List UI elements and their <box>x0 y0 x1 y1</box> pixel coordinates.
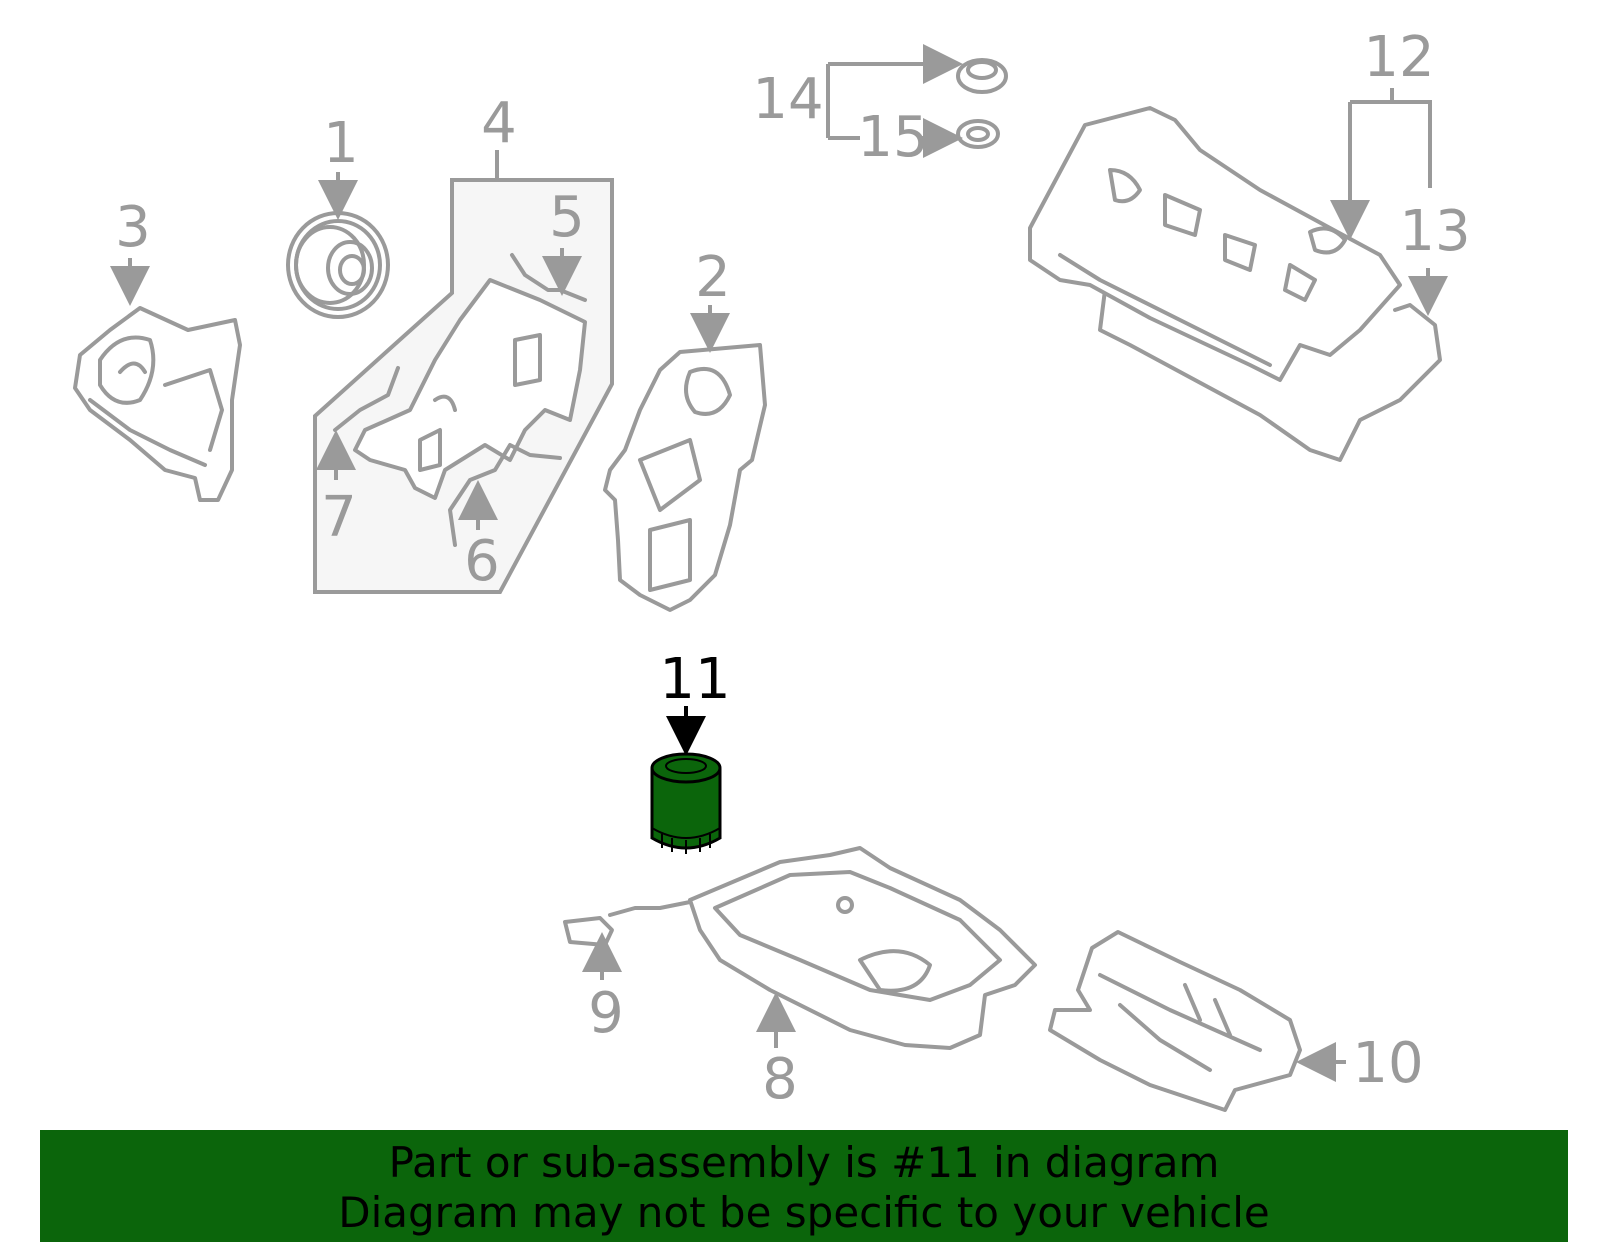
callout-9[interactable]: 9 <box>588 981 624 1046</box>
callout-4[interactable]: 4 <box>481 91 517 156</box>
callout-14[interactable]: 14 <box>752 67 823 132</box>
leader-12-bracket <box>1350 100 1432 188</box>
callout-5[interactable]: 5 <box>549 185 585 250</box>
banner-line-2: Diagram may not be specific to your vehi… <box>338 1188 1270 1237</box>
part-3-timing-cover[interactable] <box>73 306 242 502</box>
callout-13[interactable]: 13 <box>1399 199 1470 264</box>
part-14-oil-filler-cap[interactable] <box>956 58 1008 94</box>
callout-3[interactable]: 3 <box>115 195 151 260</box>
callout-1[interactable]: 1 <box>323 111 359 176</box>
callout-10[interactable]: 10 <box>1352 1031 1423 1096</box>
callout-2[interactable]: 2 <box>695 245 731 310</box>
callout-8[interactable]: 8 <box>762 1047 798 1112</box>
part-7-gasket[interactable] <box>333 366 400 432</box>
part-9-oil-level-sensor[interactable] <box>563 900 692 947</box>
callout-12[interactable]: 12 <box>1363 25 1434 90</box>
part-8-oil-pan[interactable] <box>688 846 1037 1050</box>
part-11-oil-filter[interactable] <box>650 752 722 854</box>
callout-6[interactable]: 6 <box>464 529 500 594</box>
callout-7[interactable]: 7 <box>321 485 357 550</box>
part-1-crank-pulley[interactable] <box>286 211 390 319</box>
part-12-valve-cover[interactable] <box>1028 106 1442 462</box>
banner-line-1: Part or sub-assembly is #11 in diagram <box>388 1138 1220 1187</box>
info-banner: Part or sub-assembly is #11 in diagram D… <box>40 1130 1568 1242</box>
part-10-baffle-plate[interactable] <box>1048 930 1302 1112</box>
part-2-timing-cover[interactable] <box>603 343 767 612</box>
part-15-cap-seal[interactable] <box>956 119 1000 149</box>
callout-15[interactable]: 15 <box>857 105 928 170</box>
part-6-gasket[interactable] <box>448 443 562 547</box>
callout-11[interactable]: 11 <box>659 647 730 712</box>
